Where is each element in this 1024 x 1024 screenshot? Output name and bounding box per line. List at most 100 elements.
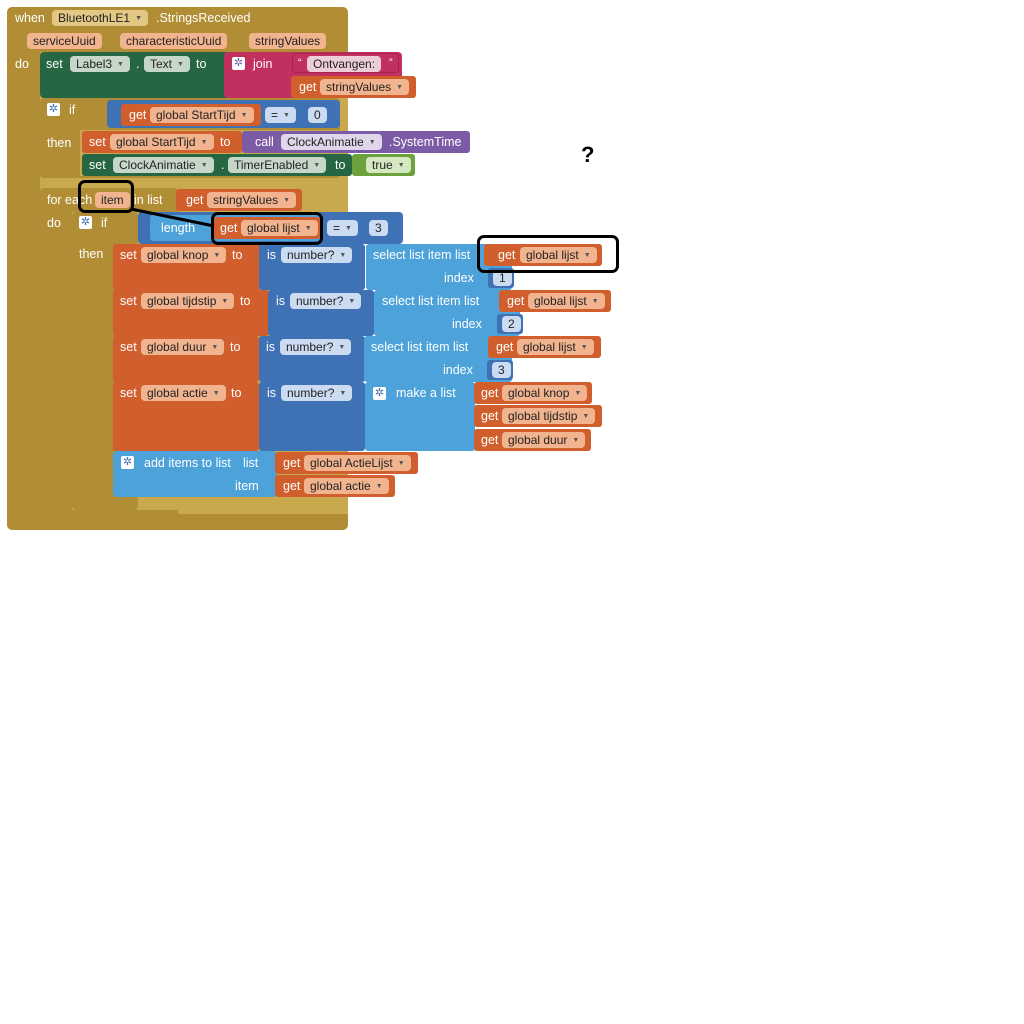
get-keyword: get	[129, 108, 147, 122]
variable-dropdown-global-starttijd-set[interactable]: global StartTijd▼	[110, 134, 214, 150]
variable-dropdown-global-lijst-2[interactable]: global lijst▼	[528, 293, 605, 309]
do-label: do	[15, 57, 29, 71]
is-keyword: is	[266, 340, 276, 354]
get-keyword: get	[481, 433, 499, 447]
to-keyword: to	[335, 158, 346, 172]
component-dropdown-bluetoothle1[interactable]: BluetoothLE1▼	[52, 10, 148, 26]
variable-dropdown-global-knop-get[interactable]: global knop▼	[502, 385, 588, 401]
get-keyword: get	[283, 479, 301, 493]
param-stringvalues[interactable]: stringValues	[249, 33, 327, 49]
compare-operator-dropdown[interactable]: =▼	[327, 220, 358, 236]
if-mutator-gear-icon[interactable]: ✲	[79, 216, 92, 229]
to-keyword: to	[196, 57, 207, 71]
set-keyword: set	[120, 340, 137, 354]
if-keyword: if	[69, 103, 76, 117]
highlight-get-global-lijst-length	[211, 212, 323, 245]
compare-operator-dropdown[interactable]: =▼	[265, 107, 296, 123]
length-keyword: length	[161, 221, 196, 235]
list-label: list	[243, 456, 259, 470]
variable-dropdown-global-tijdstip[interactable]: global tijdstip▼	[141, 293, 235, 309]
mutator-gear-icon[interactable]: ✲	[232, 57, 245, 70]
component-dropdown-clockanimatie-set[interactable]: ClockAnimatie▼	[113, 157, 214, 173]
variable-dropdown-global-actie[interactable]: global actie▼	[141, 385, 226, 401]
get-keyword: get	[283, 456, 301, 470]
to-keyword: to	[230, 340, 241, 354]
variable-dropdown-global-actielijst[interactable]: global ActieLijst▼	[304, 455, 411, 471]
add-items-to-list-block[interactable]	[113, 451, 277, 497]
in-list-keyword: in list	[134, 193, 163, 207]
variable-dropdown-stringvalues-list[interactable]: stringValues▼	[207, 192, 297, 208]
get-keyword: get	[498, 248, 516, 262]
highlight-item-variable	[78, 180, 134, 213]
make-a-list-label: make a list	[396, 386, 456, 400]
text-field-ontvangen[interactable]: Ontvangen:	[307, 56, 382, 72]
to-keyword: to	[220, 135, 231, 149]
number-field-0[interactable]: 0	[308, 107, 327, 123]
property-dropdown-text[interactable]: Text▼	[144, 56, 190, 72]
index-label: index	[452, 317, 482, 331]
add-items-label: add items to list	[144, 456, 231, 470]
get-keyword: get	[220, 221, 238, 235]
variable-dropdown-global-duur-get[interactable]: global duur▼	[502, 432, 586, 448]
set-keyword: set	[120, 248, 137, 262]
join-keyword: join	[253, 57, 273, 71]
isnumber-dropdown[interactable]: number?▼	[290, 293, 362, 309]
to-keyword: to	[231, 386, 242, 400]
boolean-dropdown-true[interactable]: true▼	[366, 157, 411, 173]
get-keyword: get	[299, 80, 317, 94]
quote-open: “	[298, 57, 302, 69]
isnumber-dropdown[interactable]: number?▼	[280, 339, 352, 355]
variable-dropdown-global-lijst-3[interactable]: global lijst▼	[517, 339, 594, 355]
set-keyword: set	[89, 135, 106, 149]
number-field-2[interactable]: 2	[502, 316, 521, 332]
dot-label: .	[136, 57, 140, 71]
get-keyword: get	[481, 386, 499, 400]
dot-label: .	[221, 158, 225, 172]
get-keyword: get	[186, 193, 204, 207]
if-mutator-gear-icon[interactable]: ✲	[47, 103, 60, 116]
select-list-item-label: select list item list	[371, 340, 469, 354]
variable-dropdown-global-knop[interactable]: global knop▼	[141, 247, 227, 263]
isnumber-dropdown[interactable]: number?▼	[281, 247, 353, 263]
to-keyword: to	[240, 294, 251, 308]
variable-dropdown-global-starttijd[interactable]: global StartTijd▼	[150, 107, 254, 123]
param-characteristicuuid[interactable]: characteristicUuid	[120, 33, 228, 49]
component-dropdown-clockanimatie[interactable]: ClockAnimatie▼	[281, 134, 382, 150]
add-items-mutator-gear-icon[interactable]: ✲	[121, 456, 134, 469]
variable-dropdown-global-duur[interactable]: global duur▼	[141, 339, 225, 355]
property-dropdown-timerenabled[interactable]: TimerEnabled▼	[228, 157, 327, 173]
variable-dropdown-global-tijdstip-get[interactable]: global tijdstip▼	[502, 408, 596, 424]
index-label: index	[443, 363, 473, 377]
variable-dropdown-stringvalues[interactable]: stringValues▼	[320, 79, 410, 95]
variable-dropdown-global-lijst[interactable]: global lijst▼	[241, 220, 318, 236]
when-label: when	[15, 11, 45, 25]
call-keyword: call	[255, 135, 274, 149]
loop-variable-item[interactable]: item	[95, 192, 130, 208]
if-keyword: if	[101, 216, 108, 230]
isnumber-dropdown[interactable]: number?▼	[281, 385, 353, 401]
make-list-mutator-gear-icon[interactable]: ✲	[373, 387, 386, 400]
quote-close: ”	[389, 57, 393, 69]
set-keyword: set	[46, 57, 63, 71]
number-field-3-index[interactable]: 3	[492, 362, 511, 378]
highlight-get-global-lijst-select	[477, 235, 619, 273]
variable-dropdown-global-actie-get[interactable]: global actie▼	[304, 478, 389, 494]
item-label: item	[235, 479, 259, 493]
is-keyword: is	[267, 386, 277, 400]
param-serviceuuid[interactable]: serviceUuid	[27, 33, 102, 49]
get-keyword: get	[496, 340, 514, 354]
number-field-1[interactable]: 1	[493, 270, 512, 286]
select-list-item-label: select list item list	[373, 248, 471, 262]
component-dropdown-label3[interactable]: Label3▼	[70, 56, 130, 72]
number-field-3[interactable]: 3	[369, 220, 388, 236]
is-keyword: is	[267, 248, 277, 262]
is-keyword: is	[276, 294, 286, 308]
get-keyword: get	[481, 409, 499, 423]
select-list-item-block-2[interactable]	[374, 290, 520, 336]
method-systemtime-label: .SystemTime	[389, 135, 462, 149]
get-keyword: get	[507, 294, 525, 308]
then-keyword: then	[79, 247, 104, 261]
variable-dropdown-global-lijst-1[interactable]: global lijst▼	[520, 247, 597, 263]
set-keyword: set	[89, 158, 106, 172]
